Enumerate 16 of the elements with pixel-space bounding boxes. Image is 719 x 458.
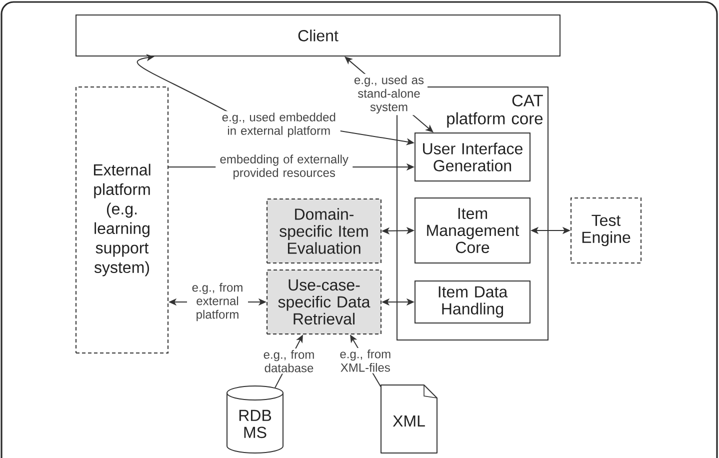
edge-label: embedding of externally provided resources bbox=[216, 153, 353, 181]
database-cylinder: RDB MS bbox=[226, 386, 284, 454]
edge-label: e.g., from database bbox=[258, 348, 320, 374]
node-label: RDB MS bbox=[239, 410, 272, 438]
module-box: User Interface Generation bbox=[414, 132, 530, 182]
client-box: Client bbox=[76, 14, 560, 56]
edge-label: e.g., from external platform bbox=[187, 281, 248, 323]
extension-box: Domain-specific Item Evaluation bbox=[266, 198, 382, 264]
external-platform-box: External platform (e.g. learning support system) bbox=[76, 86, 168, 354]
edge-label: e.g., used as stand-alone system bbox=[350, 74, 428, 116]
extension-box: Use-case-specific Data Retrieval bbox=[266, 270, 382, 334]
module-box: Item Data Handling bbox=[414, 280, 530, 324]
edge-label: e.g., from XML-files bbox=[334, 348, 396, 374]
module-box: Item Management Core bbox=[414, 198, 530, 264]
test-engine-box: Test Engine bbox=[570, 198, 642, 264]
edge-label: e.g., used embedded in external platform bbox=[217, 111, 340, 139]
